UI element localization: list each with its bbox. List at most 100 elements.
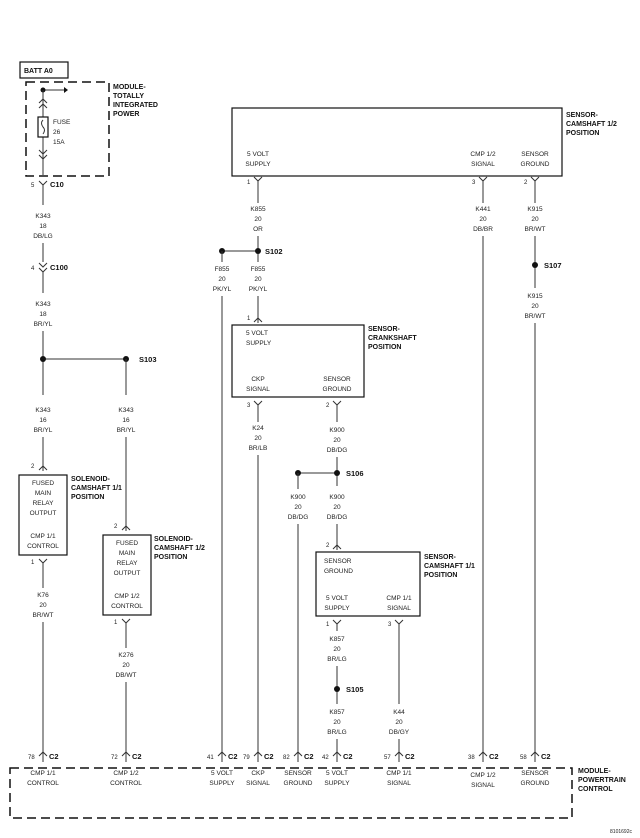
tipm-dashed-boundary (25, 81, 110, 177)
svg-text:1: 1 (114, 620, 118, 626)
svg-text:58: 58 (520, 755, 527, 761)
svg-text:20: 20 (333, 437, 341, 444)
svg-text:POSITION: POSITION (154, 554, 187, 561)
svg-text:K441: K441 (475, 206, 491, 213)
svg-text:SENSOR: SENSOR (521, 151, 549, 158)
s103-label: S103 (139, 355, 157, 364)
svg-text:GROUND: GROUND (324, 568, 353, 575)
svg-text:20: 20 (254, 216, 262, 223)
wire-k276: K276 20 DB/WT (116, 652, 137, 679)
svg-text:GROUND: GROUND (323, 386, 352, 393)
svg-text:CMP 1/2: CMP 1/2 (470, 772, 496, 779)
tipm-internal (37, 87, 68, 175)
wire-k855: K855 20 OR (250, 206, 266, 233)
svg-text:DB/BR: DB/BR (473, 226, 493, 233)
svg-text:5 VOLT: 5 VOLT (326, 770, 348, 777)
c10-pin: 5 (31, 183, 35, 189)
svg-text:CAMSHAFT 1/1: CAMSHAFT 1/1 (71, 485, 122, 492)
wire-k857-b: K857 20 BR/LG (327, 709, 347, 736)
svg-text:1: 1 (31, 560, 35, 566)
svg-text:BR/YL: BR/YL (34, 321, 53, 328)
svg-text:SUPPLY: SUPPLY (324, 780, 350, 787)
wire-k915-a: K915 20 BR/WT (525, 206, 546, 233)
wire-k44: K44 20 DB/GY (389, 709, 410, 736)
svg-text:20: 20 (479, 216, 487, 223)
svg-text:PK/YL: PK/YL (249, 286, 268, 293)
pcm-title: MODULE- POWERTRAIN CONTROL (578, 768, 626, 793)
svg-text:SENSOR-: SENSOR- (368, 326, 401, 333)
fuse-label: FUSE 26 15A (53, 119, 71, 146)
svg-text:BR/YL: BR/YL (34, 427, 53, 434)
batt-a0-box (19, 61, 69, 79)
svg-text:5 VOLT: 5 VOLT (247, 151, 269, 158)
svg-text:F855: F855 (215, 266, 230, 273)
svg-text:CMP 1/1: CMP 1/1 (386, 770, 412, 777)
svg-text:3: 3 (472, 180, 476, 186)
svg-text:POSITION: POSITION (424, 572, 457, 579)
svg-text:POWERTRAIN: POWERTRAIN (578, 777, 626, 784)
svg-text:3: 3 (247, 403, 251, 409)
wire-f855-a: F855 20 PK/YL (213, 266, 232, 293)
svg-text:POSITION: POSITION (566, 130, 599, 137)
svg-text:K915: K915 (527, 293, 543, 300)
svg-text:CONTROL: CONTROL (27, 780, 59, 787)
pcm-terminal: 42 C2 5 VOLT SUPPLY (322, 751, 353, 787)
svg-text:CONTROL: CONTROL (27, 543, 59, 550)
svg-text:20: 20 (395, 719, 403, 726)
pcm-terminal: 78 C2 CMP 1/1 CONTROL (27, 751, 59, 787)
svg-text:20: 20 (333, 646, 341, 653)
svg-text:SENSOR: SENSOR (521, 770, 549, 777)
svg-text:SENSOR: SENSOR (324, 558, 352, 565)
svg-text:F855: F855 (251, 266, 266, 273)
svg-text:SENSOR: SENSOR (323, 376, 351, 383)
svg-text:DB/DG: DB/DG (327, 514, 348, 521)
svg-text:K343: K343 (35, 407, 51, 414)
svg-text:SUPPLY: SUPPLY (245, 161, 271, 168)
svg-text:SOLENOID-: SOLENOID- (154, 536, 194, 543)
wire-k915-b: K915 20 BR/WT (525, 293, 546, 320)
wire-f855-b: F855 20 PK/YL (249, 266, 268, 293)
svg-text:1: 1 (326, 622, 330, 628)
svg-text:SUPPLY: SUPPLY (246, 340, 272, 347)
svg-text:CMP 1/2: CMP 1/2 (470, 151, 496, 158)
svg-text:RELAY: RELAY (33, 500, 54, 507)
svg-text:BR/LG: BR/LG (327, 729, 347, 736)
solenoid-camshaft-1-2-title: SOLENOID- CAMSHAFT 1/2 POSITION (154, 536, 205, 561)
svg-text:20: 20 (39, 602, 47, 609)
svg-text:C2: C2 (49, 752, 59, 761)
batt-a0-label: BATT A0 (24, 68, 53, 75)
svg-text:20: 20 (333, 504, 341, 511)
s106-splice-node (334, 470, 340, 476)
svg-text:C2: C2 (228, 752, 238, 761)
svg-text:CONTROL: CONTROL (110, 780, 142, 787)
svg-text:C2: C2 (541, 752, 551, 761)
svg-text:1: 1 (247, 316, 251, 322)
svg-text:POSITION: POSITION (368, 344, 401, 351)
svg-text:20: 20 (294, 504, 302, 511)
svg-text:K343: K343 (35, 213, 51, 220)
svg-text:K900: K900 (329, 427, 345, 434)
pcm-terminal: 57 C2 CMP 1/1 SIGNAL (384, 751, 415, 787)
sensor-camshaft-1-2-box (231, 107, 563, 177)
sensor-camshaft-1-2-title: SENSOR- CAMSHAFT 1/2 POSITION (566, 112, 617, 137)
pcm-terminal: 38 C2 CMP 1/2 SIGNAL (468, 751, 499, 789)
figure-id: 8101692c (610, 829, 632, 835)
svg-text:MAIN: MAIN (119, 550, 136, 557)
svg-text:SIGNAL: SIGNAL (246, 386, 270, 393)
c100-pin: 4 (31, 266, 35, 272)
svg-text:SENSOR-: SENSOR- (566, 112, 599, 119)
pcm-terminal: 41 C2 5 VOLT SUPPLY (207, 751, 238, 787)
sensor-camshaft-1-1-title: SENSOR- CAMSHAFT 1/1 POSITION (424, 554, 475, 579)
svg-text:INTEGRATED: INTEGRATED (113, 102, 158, 109)
svg-text:CAMSHAFT 1/2: CAMSHAFT 1/2 (566, 121, 617, 128)
svg-text:K44: K44 (393, 709, 405, 716)
wire-k343-br-yl-18: K343 18 BR/YL (34, 301, 53, 328)
wire-k24: K24 20 BR/LB (249, 425, 268, 452)
s105-splice-node (334, 686, 340, 692)
svg-text:SIGNAL: SIGNAL (471, 782, 495, 789)
svg-text:20: 20 (531, 303, 539, 310)
svg-text:5 VOLT: 5 VOLT (211, 770, 233, 777)
svg-text:57: 57 (384, 755, 391, 761)
svg-text:FUSED: FUSED (32, 480, 54, 487)
svg-text:CMP 1/1: CMP 1/1 (386, 595, 412, 602)
